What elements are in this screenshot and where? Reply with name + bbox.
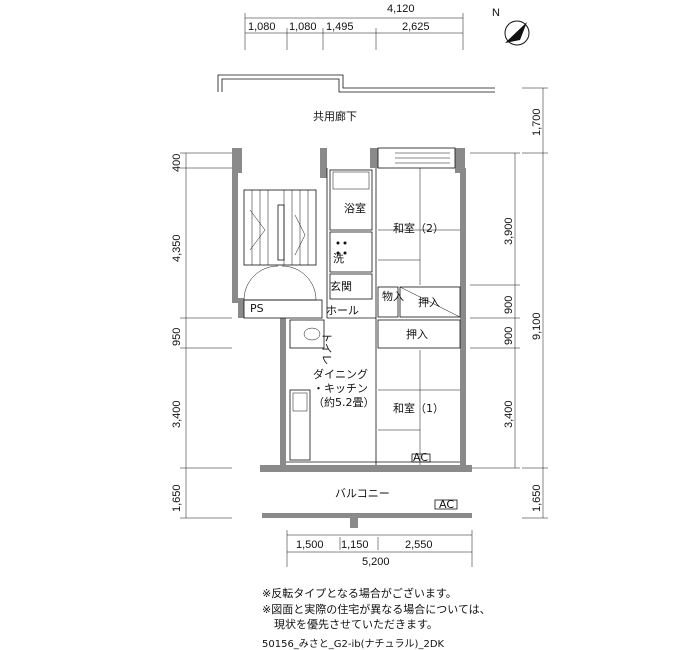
bottom-dim-1: 1,500	[296, 539, 324, 551]
right-dimensions-inner: 3,900 900 900 3,400	[470, 152, 520, 469]
note-1: ※反転タイプとなる場合がございます。	[262, 587, 457, 600]
compass-icon: N	[492, 7, 530, 46]
room-dining-2: ・キッチン	[313, 382, 368, 395]
corridor-edge: 共用廊下	[217, 74, 495, 123]
compass-label: N	[492, 7, 500, 19]
bottom-dimensions: 1,500 1,150 2,550 5,200	[286, 530, 473, 568]
room-dining-1: ダイニング	[313, 367, 368, 381]
room-washitsu2: 和室（2）	[393, 221, 444, 235]
right-dim-900b: 900	[503, 327, 515, 345]
room-washitsu1: 和室（1）	[393, 401, 444, 415]
right-dim-900a: 900	[503, 296, 515, 314]
bottom-dim-3: 2,550	[405, 539, 433, 551]
top-dimensions: 4,120 1,080 1,080 1,495 2,625	[244, 3, 464, 50]
room-entrance: 玄関	[330, 279, 352, 293]
bottom-dim-2: 1,150	[341, 539, 369, 551]
left-dim-3400: 3,400	[171, 400, 183, 428]
room-dining-3: （約5.2畳）	[313, 395, 375, 409]
room-bath: 浴室	[344, 201, 366, 215]
room-closet-upper: 押入	[418, 295, 440, 309]
right-dim-3900: 3,900	[503, 217, 515, 245]
left-dimensions: 400 4,350 950 3,400 1,650	[171, 152, 232, 519]
room-corridor: 共用廊下	[313, 109, 357, 123]
ac-room: AC	[413, 451, 428, 464]
room-toilet: トイレ	[320, 332, 333, 365]
right-dim-1700: 1,700	[531, 108, 543, 136]
walls	[232, 148, 472, 528]
right-dim-9100: 9,100	[531, 312, 543, 340]
left-dim-950: 950	[171, 328, 183, 346]
left-dim-400: 400	[171, 154, 183, 172]
room-ps: PS	[250, 302, 264, 315]
room-storage: 物入	[382, 289, 404, 303]
interior-lines	[243, 147, 461, 510]
room-wash: 洗	[333, 252, 344, 265]
room-hall: ホール	[326, 304, 359, 317]
top-dim-1: 1,080	[248, 21, 276, 33]
top-dim-3: 1,495	[326, 21, 354, 33]
note-2: ※図面と実際の住宅が異なる場合については、	[262, 603, 491, 616]
room-labels: 浴室 洗 玄関 ホール PS 物入 押入 押入 和室（2） 和室（1） ダイニン…	[250, 201, 454, 511]
note-3: 現状を優先させていただきます。	[274, 618, 438, 631]
ac-balcony: AC	[439, 498, 454, 511]
top-dim-4: 2,625	[402, 21, 430, 33]
right-dim-3400: 3,400	[503, 400, 515, 428]
right-dim-1650: 1,650	[531, 484, 543, 512]
room-balcony: バルコニー	[335, 487, 390, 500]
bottom-overall-dim: 5,200	[362, 556, 390, 568]
footer-code: 50156_みさと_G2-ib(ナチュラル)_2DK	[262, 639, 445, 650]
top-overall-dim: 4,120	[387, 3, 415, 15]
room-closet-lower: 押入	[406, 327, 428, 341]
left-dim-4350: 4,350	[171, 234, 183, 262]
left-dim-1650: 1,650	[171, 484, 183, 512]
right-dimensions-outer: 1,700 9,100 1,650	[522, 87, 548, 519]
top-dim-2: 1,080	[289, 21, 317, 33]
